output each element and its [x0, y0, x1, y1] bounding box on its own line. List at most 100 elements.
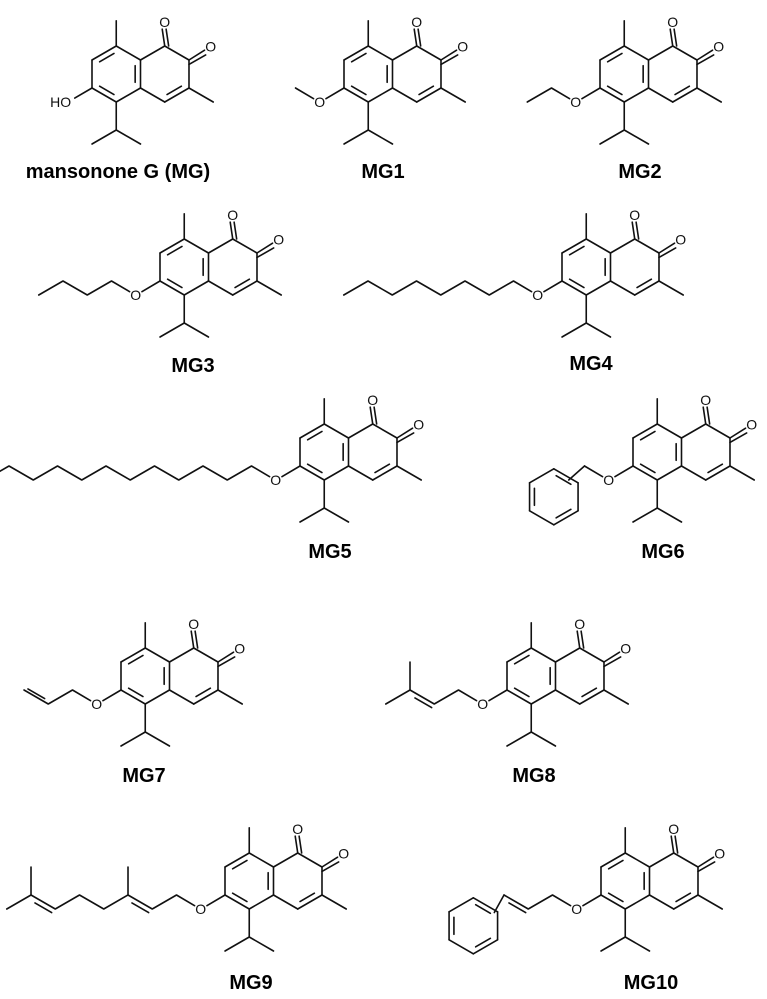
bond — [296, 894, 323, 910]
bond — [168, 689, 195, 705]
molecule-mg1: OOO — [294, 14, 468, 145]
bond — [696, 54, 715, 66]
bond — [229, 221, 234, 240]
bond — [697, 856, 715, 868]
bond — [632, 465, 659, 481]
molecule-mg3: OOO — [37, 207, 284, 338]
bond — [599, 87, 626, 103]
bond — [553, 509, 579, 526]
bond — [554, 647, 581, 663]
bond — [624, 936, 651, 952]
label-mg1: MG1 — [361, 161, 404, 183]
bond-chain — [23, 689, 92, 705]
bond — [603, 651, 621, 663]
bond — [585, 322, 612, 338]
bond — [607, 859, 624, 870]
bond — [217, 651, 235, 663]
bond — [561, 322, 588, 338]
bond — [568, 278, 585, 289]
bond — [606, 52, 623, 63]
carbonyl-oxygen: O — [667, 14, 678, 30]
molecule-mg6: OOO — [528, 392, 757, 526]
bond — [373, 406, 378, 425]
bond — [648, 894, 675, 910]
ether-oxygen: O — [570, 94, 581, 110]
label-mg4: MG4 — [569, 353, 613, 375]
bond — [231, 892, 248, 903]
bond — [102, 689, 122, 702]
bond — [669, 28, 674, 47]
ether-oxygen: O — [314, 94, 325, 110]
bond — [576, 630, 581, 649]
bond — [248, 936, 275, 952]
bond — [599, 45, 626, 61]
label-mg8: MG8 — [512, 765, 555, 787]
label-mg9: MG9 — [229, 972, 272, 994]
bond — [674, 85, 691, 96]
bond — [120, 731, 147, 747]
bond-chain — [0, 465, 271, 481]
bond — [231, 238, 258, 254]
bond — [98, 52, 115, 63]
bond — [513, 687, 530, 698]
bond — [675, 892, 692, 903]
bond — [217, 656, 236, 668]
bond — [367, 129, 394, 145]
bond — [530, 689, 557, 705]
carbonyl-oxygen: O — [411, 14, 422, 30]
bond — [183, 322, 210, 338]
bond-chain — [503, 894, 572, 910]
bond-chain — [384, 689, 478, 705]
ether-oxygen: O — [91, 696, 102, 712]
bond — [234, 278, 251, 289]
bond — [624, 852, 651, 868]
carbonyl-oxygen: O — [367, 392, 378, 408]
bond — [656, 423, 683, 439]
bond — [639, 463, 656, 474]
bond-chain — [342, 280, 533, 296]
bond — [217, 689, 244, 705]
carbonyl-oxygen: O — [338, 846, 349, 862]
bond — [188, 54, 207, 66]
bond — [702, 406, 707, 425]
carbonyl-oxygen: O — [700, 392, 711, 408]
carbonyl-oxygen: O — [273, 232, 284, 248]
bond — [704, 423, 731, 439]
bond — [697, 894, 724, 910]
bond — [647, 45, 674, 61]
label-mg3: MG3 — [171, 355, 214, 377]
bond — [448, 896, 475, 913]
ether-oxygen: O — [477, 696, 488, 712]
bond — [530, 647, 557, 663]
bond — [623, 87, 650, 103]
bond — [658, 280, 685, 296]
bond — [248, 894, 275, 910]
bond — [583, 465, 604, 478]
bond — [606, 85, 623, 96]
bond — [413, 28, 418, 47]
bond — [624, 894, 651, 910]
bond — [623, 45, 650, 61]
bond — [680, 423, 707, 439]
bond — [127, 687, 144, 698]
bond — [192, 647, 219, 663]
bond — [513, 654, 530, 665]
carbonyl-oxygen: O — [227, 207, 238, 223]
bond — [161, 28, 166, 47]
bond — [488, 689, 508, 702]
hydroxyl-group: HO — [50, 94, 71, 110]
molecule-mg7: OOO — [23, 616, 245, 747]
bond-chain — [526, 87, 571, 103]
bond — [704, 465, 731, 481]
bond — [656, 507, 683, 523]
bond — [299, 465, 326, 481]
bond — [166, 245, 183, 256]
bond — [581, 687, 598, 698]
bond — [672, 894, 699, 910]
bond — [623, 129, 650, 145]
bond — [599, 129, 626, 145]
bond — [374, 463, 391, 474]
bond — [306, 430, 323, 441]
bond — [168, 647, 195, 663]
